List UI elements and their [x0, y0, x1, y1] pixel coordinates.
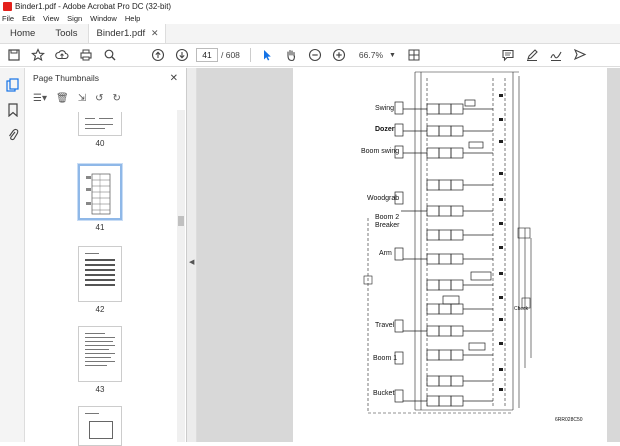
label-woodgrab: Woodgrab — [367, 195, 400, 202]
pdf-page: Swing Dozer Boom swing Woodgrab Boom 2 B… — [293, 68, 607, 442]
thumbnail-page-selected[interactable]: 41 — [77, 164, 123, 232]
hydraulic-schematic-diagram — [363, 71, 532, 414]
save-icon[interactable] — [2, 44, 26, 67]
page-thumbnails-icon[interactable] — [0, 72, 25, 97]
label-boom-swing: Boom swing — [361, 148, 400, 155]
menu-edit[interactable]: Edit — [22, 14, 36, 23]
search-icon[interactable] — [98, 44, 122, 67]
window-title: Binder1.pdf - Adobe Acrobat Pro DC (32-b… — [15, 2, 172, 11]
tab-tools[interactable]: Tools — [55, 28, 78, 39]
next-page-icon[interactable] — [170, 44, 194, 67]
thumbnail-page[interactable]: 40 — [77, 112, 123, 148]
close-panel-icon[interactable]: ✕ — [169, 72, 178, 84]
attachments-paperclip-icon[interactable] — [0, 122, 25, 147]
zoom-select[interactable]: 66.7% ▼ — [353, 50, 396, 60]
label-boom1: Boom 1 — [373, 355, 398, 362]
label-swing: Swing — [375, 105, 395, 112]
thumbnail-label: 40 — [95, 139, 105, 148]
acrobat-logo-icon — [3, 2, 12, 11]
panel-title: Page Thumbnails — [33, 73, 99, 83]
menu-help[interactable]: Help — [124, 14, 141, 23]
cloud-upload-icon[interactable] — [50, 44, 74, 67]
thumbnail-label: 43 — [95, 385, 105, 394]
label-arm: Arm — [379, 250, 392, 257]
label-reference: 6RR028C50 — [555, 417, 583, 423]
tab-document-label: Binder1.pdf — [96, 28, 146, 39]
chevron-down-icon: ▼ — [389, 51, 396, 59]
label-dozer: Dozer — [375, 126, 395, 133]
thumbnail-label: 42 — [95, 305, 105, 314]
tab-home[interactable]: Home — [10, 28, 36, 39]
page-total: / 608 — [221, 50, 240, 60]
rotate-clockwise-icon[interactable]: ↻ — [112, 92, 121, 104]
menu-window[interactable]: Window — [90, 14, 117, 23]
menu-bar: File Edit View Sign Window Help — [0, 13, 620, 24]
title-bar: Binder1.pdf - Adobe Acrobat Pro DC (32-b… — [0, 0, 620, 13]
left-navigation-rail — [0, 68, 25, 442]
label-travel: Travel — [375, 322, 395, 329]
page-thumbnails-panel: Page Thumbnails ✕ ☰▾ 🗑 ⇲ ↺ ↻ 40 — [25, 68, 187, 446]
label-boom2: Boom 2 — [375, 214, 400, 221]
panel-header: Page Thumbnails ✕ — [25, 68, 186, 88]
thumbnail-image — [78, 164, 122, 220]
label-breaker: Breaker — [375, 222, 400, 229]
previous-page-icon[interactable] — [146, 44, 170, 67]
select-cursor-icon[interactable] — [255, 44, 279, 67]
scrollbar-thumb[interactable] — [178, 216, 184, 226]
document-viewer[interactable]: Swing Dozer Boom swing Woodgrab Boom 2 B… — [197, 68, 620, 442]
page-display-icon[interactable] — [402, 44, 426, 67]
bookmark-star-icon[interactable] — [26, 44, 50, 67]
menu-sign[interactable]: Sign — [67, 14, 83, 23]
panel-toolbar: ☰▾ 🗑 ⇲ ↺ ↻ — [25, 88, 186, 108]
zoom-out-icon[interactable] — [303, 44, 327, 67]
thumbnail-page[interactable]: 42 — [77, 246, 123, 314]
toolbar-divider — [249, 48, 251, 62]
rotate-counterclockwise-icon[interactable]: ↺ — [95, 92, 104, 104]
zoom-in-icon[interactable] — [327, 44, 351, 67]
bookmarks-icon[interactable] — [0, 97, 25, 122]
thumbnail-image — [78, 406, 122, 446]
main-toolbar: 41 / 608 66.7% ▼ — [0, 44, 620, 67]
thumbnail-page[interactable]: 43 — [77, 326, 123, 394]
thumbnail-image — [78, 112, 122, 136]
label-check: Check — [514, 306, 529, 312]
thumbnail-label: 41 — [95, 223, 105, 232]
print-icon[interactable] — [74, 44, 98, 67]
thumbnail-image — [78, 326, 122, 382]
share-icon[interactable] — [568, 44, 592, 67]
delete-trash-icon[interactable]: 🗑 — [55, 92, 69, 104]
sign-icon[interactable] — [544, 44, 568, 67]
page-number-input[interactable]: 41 — [196, 48, 218, 62]
options-menu-icon[interactable]: ☰▾ — [33, 92, 47, 104]
hand-tool-icon[interactable] — [279, 44, 303, 67]
menu-file[interactable]: File — [2, 14, 15, 23]
highlight-pen-icon[interactable] — [520, 44, 544, 67]
comment-icon[interactable] — [496, 44, 520, 67]
tab-document[interactable]: Binder1.pdf ✕ — [87, 24, 166, 43]
panel-splitter[interactable]: ◀ — [187, 68, 197, 442]
insert-pages-icon[interactable]: ⇲ — [77, 92, 87, 104]
label-bucket: Bucket — [373, 390, 395, 397]
thumbnail-page[interactable] — [77, 406, 123, 446]
zoom-value: 66.7% — [358, 50, 384, 60]
menu-view[interactable]: View — [43, 14, 60, 23]
close-tab-icon[interactable]: ✕ — [150, 28, 159, 38]
thumbnail-scrollbar[interactable] — [177, 110, 185, 442]
collapse-panel-arrow-icon[interactable]: ◀ — [189, 259, 195, 266]
thumbnail-image — [78, 246, 122, 302]
tab-bar: Home Tools Binder1.pdf ✕ — [0, 24, 620, 44]
